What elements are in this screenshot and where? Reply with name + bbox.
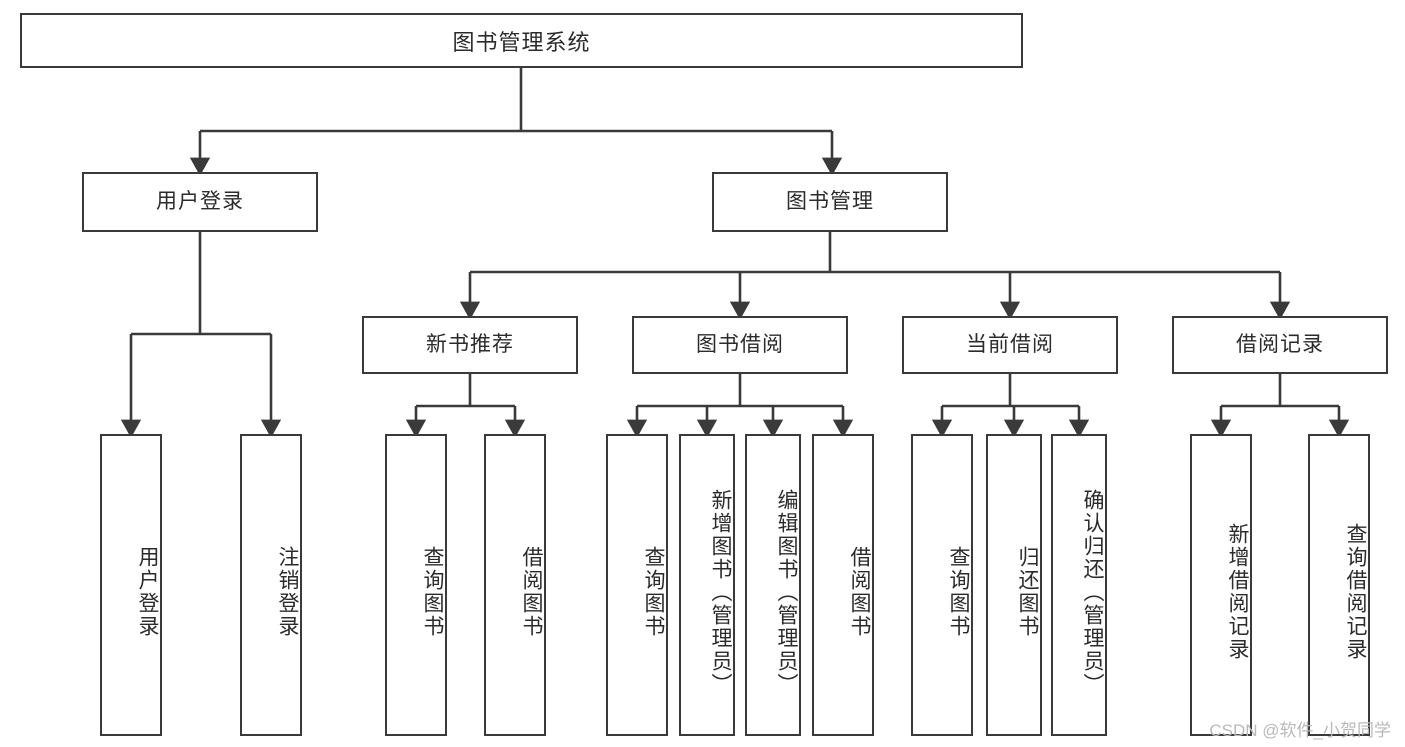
node-book-management-label: 图书管理	[786, 190, 874, 214]
leaf-confirm-return-admin[interactable]: 确认归还（管理员）	[1051, 434, 1107, 736]
node-new-book-recommendation[interactable]: 新书推荐	[362, 316, 578, 374]
leaf-edit-book-admin-label: 编辑图书（管理员）	[775, 488, 798, 696]
leaf-user-logout-label: 注销登录	[276, 546, 299, 638]
leaf-borrow-books-recommendation[interactable]: 借阅图书	[484, 434, 546, 736]
leaf-query-books-current-label: 查询图书	[947, 546, 970, 638]
watermark: CSDN @软件_小贺同学	[1209, 721, 1391, 740]
leaf-query-books-recommendation[interactable]: 查询图书	[385, 434, 447, 736]
leaf-query-books-recommendation-label: 查询图书	[421, 546, 444, 638]
leaf-borrow-books-borrowing-label: 借阅图书	[848, 546, 871, 638]
leaf-borrow-books-borrowing[interactable]: 借阅图书	[812, 434, 874, 736]
leaf-add-borrowing-record-label: 新增借阅记录	[1226, 523, 1249, 661]
leaf-add-borrowing-record[interactable]: 新增借阅记录	[1190, 434, 1252, 736]
node-book-borrowing[interactable]: 图书借阅	[632, 316, 848, 374]
leaf-query-borrowing-record-label: 查询借阅记录	[1344, 523, 1367, 661]
leaf-return-books[interactable]: 归还图书	[986, 434, 1042, 736]
node-new-book-recommendation-label: 新书推荐	[426, 333, 514, 357]
node-user-login[interactable]: 用户登录	[82, 172, 318, 232]
node-current-borrowing[interactable]: 当前借阅	[902, 316, 1118, 374]
node-borrowing-records[interactable]: 借阅记录	[1172, 316, 1388, 374]
node-current-borrowing-label: 当前借阅	[966, 333, 1054, 357]
node-root-label: 图书管理系统	[452, 29, 591, 55]
leaf-edit-book-admin[interactable]: 编辑图书（管理员）	[745, 434, 801, 736]
leaf-add-book-admin[interactable]: 新增图书（管理员）	[679, 434, 735, 736]
leaf-borrow-books-recommendation-label: 借阅图书	[520, 546, 543, 638]
node-borrowing-records-label: 借阅记录	[1236, 333, 1324, 357]
leaf-query-books-borrowing[interactable]: 查询图书	[606, 434, 668, 736]
node-book-borrowing-label: 图书借阅	[696, 333, 784, 357]
leaf-confirm-return-admin-label: 确认归还（管理员）	[1081, 488, 1104, 696]
node-root[interactable]: 图书管理系统	[20, 13, 1023, 68]
node-book-management[interactable]: 图书管理	[712, 172, 948, 232]
leaf-return-books-label: 归还图书	[1016, 546, 1039, 638]
leaf-user-login-label: 用户登录	[136, 546, 159, 638]
node-user-login-label: 用户登录	[156, 190, 244, 214]
leaf-add-book-admin-label: 新增图书（管理员）	[709, 488, 732, 696]
leaf-query-books-borrowing-label: 查询图书	[642, 546, 665, 638]
leaf-query-books-current[interactable]: 查询图书	[911, 434, 973, 736]
leaf-user-logout[interactable]: 注销登录	[240, 434, 302, 736]
leaf-query-borrowing-record[interactable]: 查询借阅记录	[1308, 434, 1370, 736]
leaf-user-login[interactable]: 用户登录	[100, 434, 162, 736]
